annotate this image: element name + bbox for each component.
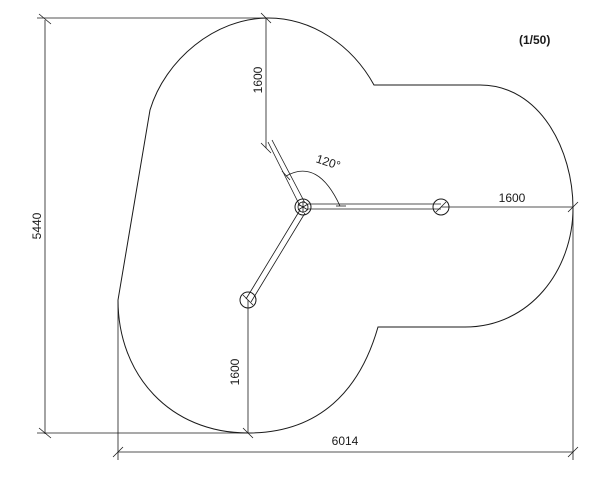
support-arm-upper [267,139,306,207]
bottom-radius-label: 1600 [228,358,242,385]
overall-width-dimension [112,208,579,460]
angle-label: 120° [314,152,342,173]
anchor-ring-right [432,198,450,216]
top-radius-dimension [260,12,272,154]
top-radius-label: 1600 [251,66,265,93]
anchor-ring-bottom [239,291,257,309]
bottom-radius-dimension [242,294,254,439]
right-radius-label: 1600 [499,191,526,205]
scale-label: (1/50) [519,33,551,47]
overall-height-dimension [37,13,268,439]
center-hub [294,198,312,216]
right-radius-dimension [435,201,579,213]
overall-height-label: 5440 [30,212,44,239]
overall-width-label: 6014 [332,434,359,448]
angle-arc [281,170,346,207]
planter-outline [117,17,574,434]
support-arm-lower [245,209,306,303]
support-arm-right [308,203,441,210]
